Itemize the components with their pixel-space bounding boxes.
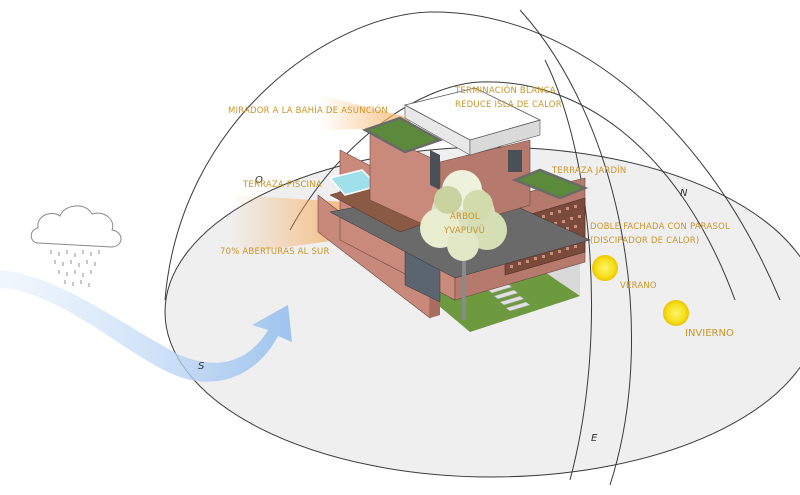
sun-path-arc-outer [164,11,781,301]
tree-trunk [462,250,466,320]
tree-canopy [420,170,507,261]
house-model [317,87,591,332]
meridian-arc-1 [544,59,593,481]
label-terminacion-line1: TERMINACIÓN BLANCA [454,84,556,96]
upper-window [508,150,522,172]
label-terraza-jardin: TERRAZA JARDÍN [551,164,626,176]
meridian-arc-2 [519,9,632,486]
green-roof-left [361,116,444,154]
label-arbol-line1: ÁRBOL [450,210,480,222]
rain-cloud-icon [30,205,122,287]
cardinal-north: N [680,188,688,199]
cardinal-west: O [255,175,263,186]
label-arbol-line2: YVAPUVÜ [443,225,485,236]
sun-path-arc-inner [289,81,736,301]
label-terminacion-line2: REDUCE ISLA DE CALOR [455,100,562,110]
winter-sun-icon [663,300,689,326]
cardinal-east: E [591,433,598,444]
label-verano: VERANO [620,281,657,291]
garden-steps [487,283,531,312]
label-doble-fachada-line2: (DISCIPADOR DE CALOR) [590,236,699,246]
label-aberturas: 70% ABERTURAS AL SUR [220,247,330,257]
label-invierno: INVIERNO [685,328,734,339]
garden-terrace [511,168,589,200]
label-doble-fachada-line1: DOBLE FACHADA CON PARASOL [590,222,730,232]
cardinal-south: S [198,361,205,372]
label-terraza-piscina: TERRAZA PISCINA [242,180,322,190]
label-mirador: MIRADOR A LA BAHÍA DE ASUNCIÓN [228,104,388,116]
white-roof [403,87,542,141]
summer-sun-icon [592,255,618,281]
wind-flow-arrow [0,270,292,382]
